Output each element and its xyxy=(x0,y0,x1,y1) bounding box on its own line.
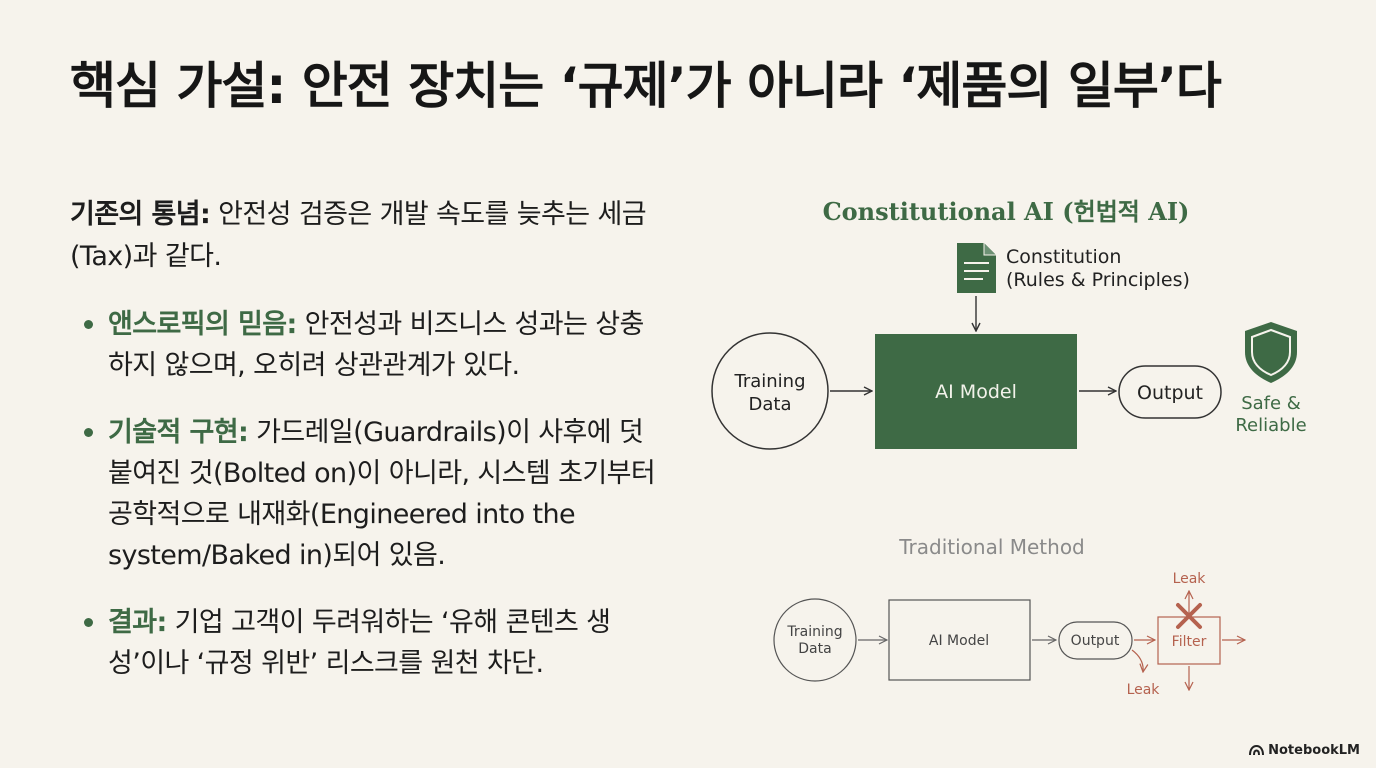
traditional-heading: Traditional Method xyxy=(898,535,1085,559)
output-label: Output xyxy=(1137,382,1203,404)
notebooklm-logo-icon xyxy=(1249,745,1265,756)
safe-label: Reliable xyxy=(1235,415,1306,436)
leak-label-bottom: Leak xyxy=(1127,682,1161,698)
constitution-sublabel: (Rules & Principles) xyxy=(1006,269,1190,291)
text-column: 기존의 통념: 안전성 검증은 개발 속도를 늦추는 세금(Tax)과 같다. … xyxy=(70,194,660,710)
filter-label: Filter xyxy=(1172,634,1207,650)
traditional-ai-model-label: AI Model xyxy=(929,633,989,649)
training-data-label: Data xyxy=(749,394,792,415)
bullet-dot xyxy=(84,428,93,437)
leak-arrow-bottom xyxy=(1131,649,1143,672)
bullet-keyword: 앤스로픽의 믿음: xyxy=(108,309,297,340)
traditional-ai-model-node xyxy=(888,599,1031,681)
ai-model-label: AI Model xyxy=(935,381,1017,403)
constitution-label: Constitution xyxy=(1006,246,1121,268)
lead-text: 안전성 검증은 개발 속도를 늦추는 세금(Tax)과 같다. xyxy=(70,199,647,272)
bullet-item: 결과: 기업 고객이 두려워하는 ‘유해 콘텐츠 생성’이나 ‘규정 위반’ 리… xyxy=(70,602,660,684)
bullet-item: 앤스로픽의 믿음: 안전성과 비즈니스 성과는 상충하지 않으며, 오히려 상관… xyxy=(70,304,660,386)
bullet-dot xyxy=(84,618,93,627)
lead-paragraph: 기존의 통념: 안전성 검증은 개발 속도를 늦추는 세금(Tax)과 같다. xyxy=(70,194,660,278)
bullet-text: 안전성과 비즈니스 성과는 상충하지 않으며, 오히려 상관관계가 있다. xyxy=(108,309,644,381)
brand-badge: NotebookLM xyxy=(1249,743,1360,758)
page-title: 핵심 가설: 안전 장치는 ‘규제’가 아니라 ‘제품의 일부’다 xyxy=(70,57,1222,115)
lead-label: 기존의 통념: xyxy=(70,199,211,230)
traditional-training-data-label: Data xyxy=(798,641,831,657)
bullet-text: 기업 고객이 두려워하는 ‘유해 콘텐츠 생성’이나 ‘규정 위반’ 리스크를 … xyxy=(108,607,611,679)
shield-icon xyxy=(1245,322,1297,383)
brand-label: NotebookLM xyxy=(1268,743,1360,758)
traditional-training-data-label: Training xyxy=(786,624,842,640)
document-icon xyxy=(957,243,996,293)
ai-model-node xyxy=(875,334,1077,449)
leak-label-top: Leak xyxy=(1173,571,1207,587)
output-node xyxy=(1118,365,1222,419)
bullet-text: 가드레일(Guardrails)이 사후에 덧붙여진 것(Bolted on)이… xyxy=(108,417,656,571)
traditional-output-node xyxy=(1058,621,1133,660)
traditional-output-label: Output xyxy=(1071,633,1120,649)
safe-label: Safe & xyxy=(1241,393,1301,414)
x-mark-icon xyxy=(1176,603,1202,629)
bullet-keyword: 기술적 구현: xyxy=(108,417,249,448)
training-data-label: Training xyxy=(733,371,805,392)
bullet-keyword: 결과: xyxy=(108,607,167,638)
traditional-training-data-node xyxy=(773,598,857,682)
bullet-item: 기술적 구현: 가드레일(Guardrails)이 사후에 덧붙여진 것(Bol… xyxy=(70,412,660,576)
training-data-node xyxy=(711,332,829,450)
bullet-dot xyxy=(84,320,93,329)
constitutional-heading: Constitutional AI (헌법적 AI) xyxy=(823,197,1190,226)
